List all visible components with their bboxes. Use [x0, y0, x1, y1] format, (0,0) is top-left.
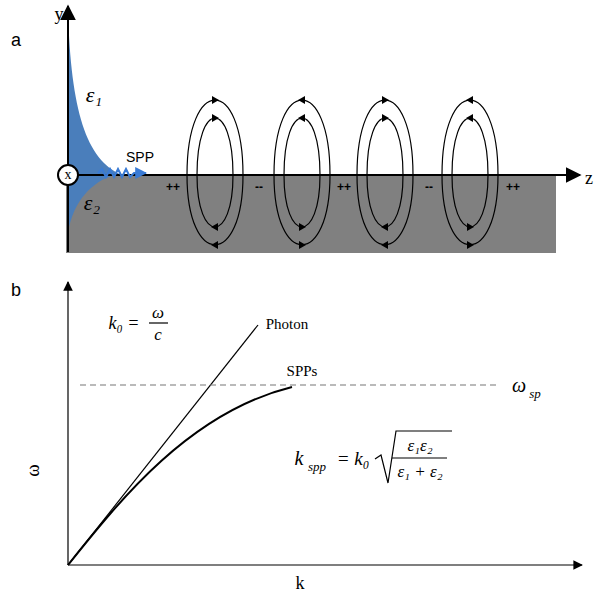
field-line	[197, 118, 233, 227]
axis-direction-symbol: x	[57, 164, 79, 186]
field-line	[452, 118, 488, 227]
panel-letter: b	[11, 281, 21, 299]
k-axis	[68, 564, 582, 565]
field-arrowhead	[212, 96, 219, 104]
field-arrowhead	[467, 223, 474, 231]
axis-label: z	[585, 169, 593, 187]
axis-label: k	[296, 574, 305, 592]
fraction-bar	[392, 457, 447, 458]
field-arrowhead	[466, 96, 473, 104]
charge-sign: ++	[336, 181, 352, 193]
omega-axis	[67, 282, 68, 565]
field-arrowhead	[382, 114, 389, 122]
curve-label: SPPs	[287, 364, 318, 379]
field-arrowhead	[212, 114, 219, 122]
mode-label: SPP	[126, 150, 154, 164]
formula-subscript: spp	[308, 460, 326, 473]
field-arrowhead	[298, 114, 305, 122]
z-axis	[68, 174, 580, 176]
field-line	[284, 118, 320, 227]
fraction-bar	[149, 322, 168, 323]
field-arrowhead	[299, 223, 306, 231]
permittivity-label: ε₂	[84, 192, 100, 214]
field-loops	[187, 96, 498, 249]
y-axis	[67, 6, 69, 252]
field-line	[274, 100, 330, 245]
charge-sign: --	[254, 181, 264, 193]
field-arrowhead	[467, 241, 474, 249]
field-arrowhead	[211, 241, 218, 249]
permittivity-label: ε₁	[86, 84, 102, 106]
axis-label: ω	[22, 464, 41, 477]
panel-letter: a	[11, 31, 21, 49]
field-arrowhead	[298, 96, 305, 104]
formula-part: k	[295, 448, 304, 468]
formula-part: k₀ =	[109, 314, 140, 332]
field-profile-upper	[68, 12, 122, 175]
formula-part: ω	[152, 304, 164, 321]
field-line	[357, 100, 413, 245]
square-root-sign	[375, 431, 452, 483]
charge-sign: ++	[165, 181, 181, 193]
circle-outline	[58, 165, 78, 185]
axis-label: y	[55, 5, 64, 23]
field-arrowhead	[466, 114, 473, 122]
field-arrowhead	[382, 96, 389, 104]
charge-sign: --	[424, 181, 434, 193]
surface-plasmon-frequency	[80, 384, 500, 385]
charge-sign: ++	[505, 181, 521, 193]
axis-label: x	[65, 168, 72, 182]
field-line	[187, 100, 243, 245]
formula-part: c	[154, 326, 162, 343]
spp-wave-arrow	[98, 169, 146, 177]
field-arrowhead	[299, 241, 306, 249]
frequency-label: ω	[512, 375, 526, 395]
curve-label: Photon	[266, 317, 309, 332]
field-line	[367, 118, 403, 227]
spp-dispersion-curve	[68, 387, 292, 565]
field-arrowhead	[381, 241, 388, 249]
field-arrowhead	[381, 223, 388, 231]
formula-part: ε₁ + ε₂	[397, 463, 442, 480]
frequency-subscript: sp	[529, 387, 541, 400]
field-line	[442, 100, 498, 245]
formula-part: ε₁ε₂	[407, 437, 432, 454]
formula-part: = k₀	[337, 449, 370, 468]
field-arrowhead	[211, 223, 218, 231]
